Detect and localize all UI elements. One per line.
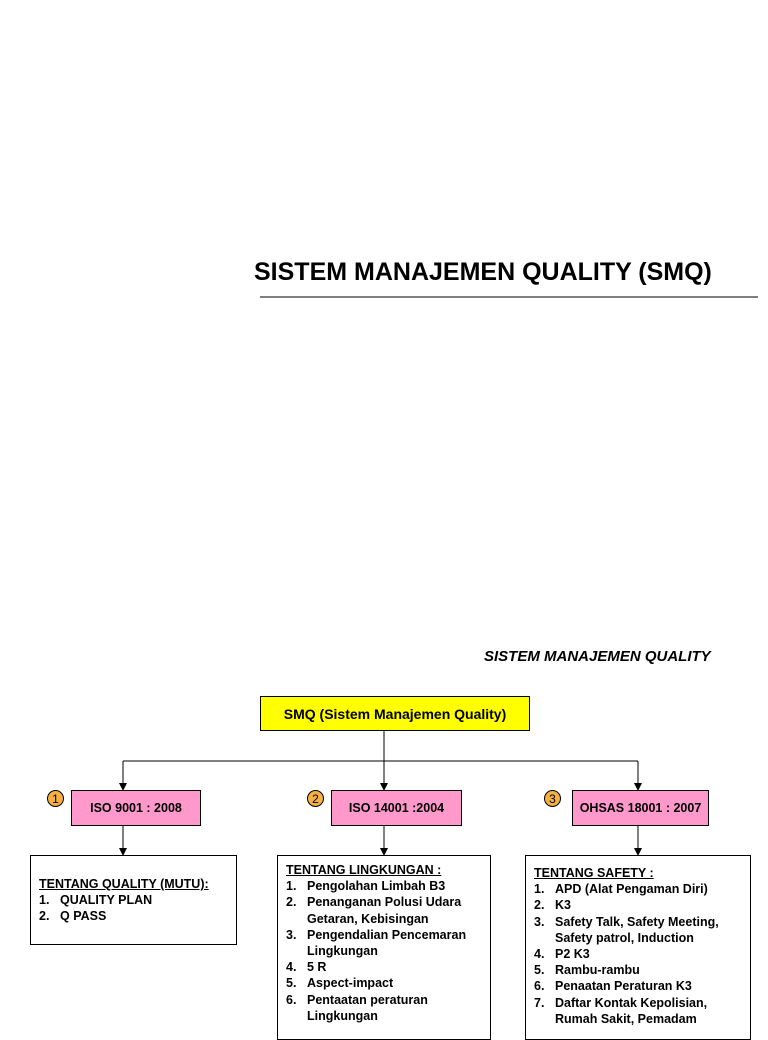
branch-number-badge: 3 [544, 790, 561, 807]
detail-heading: TENTANG LINGKUNGAN : [286, 863, 442, 877]
page-title: SISTEM MANAJEMEN QUALITY (SMQ) [254, 258, 712, 286]
title-divider [260, 296, 758, 298]
list-item: 4.P2 K3 [534, 947, 590, 962]
list-item: 5.Aspect-impact [286, 976, 394, 991]
branch-number-badge: 1 [47, 790, 64, 807]
iso14001-box: ISO 14001 :2004 [331, 790, 462, 826]
list-item: 4.5 R [286, 960, 327, 975]
iso9001-box: ISO 9001 : 2008 [71, 790, 201, 826]
list-item: 2.Penanganan Polusi Udara Getaran, Kebis… [286, 895, 462, 926]
list-item: 3.Pengendalian Pencemaran Lingkungan [286, 927, 467, 959]
list-item: 2.Q PASS [39, 909, 107, 924]
list-item: 7.Daftar Kontak Kepolisian, Rumah Sakit,… [534, 995, 708, 1026]
list-item: 3.Safety Talk, Safety Meeting, Safety pa… [534, 914, 719, 945]
list-item: 1.QUALITY PLAN [39, 893, 153, 908]
list-item: 6.Pentaatan peraturan Lingkungan [286, 992, 428, 1023]
ohsas18001-box: OHSAS 18001 : 2007 [572, 790, 709, 826]
list-item: 1.APD (Alat Pengaman Diri) [534, 882, 708, 897]
list-item: 1.Pengolahan Limbah B3 [286, 879, 446, 894]
detail-heading: TENTANG QUALITY (MUTU): [39, 877, 209, 891]
branch-number-badge: 2 [307, 790, 324, 807]
list-item: 6.Penaatan Peraturan K3 [534, 979, 692, 994]
quality-detail-box: TENTANG QUALITY (MUTU): 1.QUALITY PLAN 2… [30, 855, 237, 945]
safety-detail-box: TENTANG SAFETY : 1.APD (Alat Pengaman Di… [525, 855, 751, 1040]
diagram-subtitle: SISTEM MANAJEMEN QUALITY [484, 648, 711, 665]
list-item: 2.K3 [534, 898, 571, 913]
smq-root-box: SMQ (Sistem Manajemen Quality) [260, 696, 530, 731]
list-item: 5.Rambu-rambu [534, 963, 640, 978]
detail-heading: TENTANG SAFETY : [534, 866, 654, 880]
environment-detail-box: TENTANG LINGKUNGAN : 1.Pengolahan Limbah… [277, 855, 491, 1040]
